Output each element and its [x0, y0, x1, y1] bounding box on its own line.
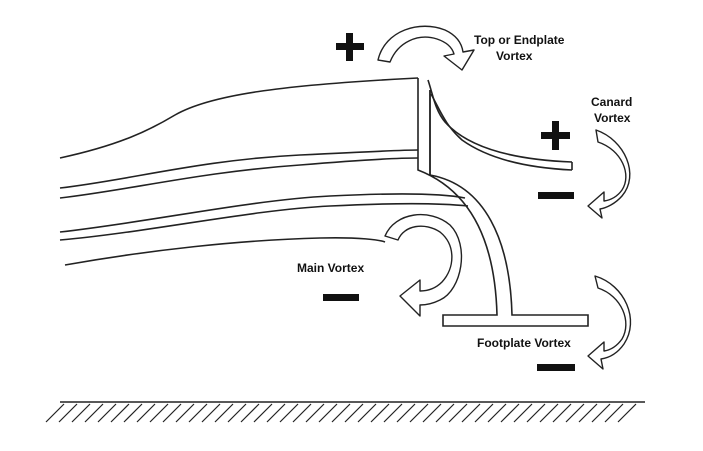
hatch-stroke: [474, 403, 494, 423]
hatch-stroke: [227, 403, 247, 423]
hatch-stroke: [357, 403, 377, 423]
hatch-stroke: [136, 403, 156, 423]
hatch-stroke: [578, 403, 598, 423]
flap-profile-2-lower: [59, 157, 419, 199]
hatch-stroke: [292, 403, 312, 423]
endplate: [417, 78, 589, 327]
hatch-stroke: [500, 403, 520, 423]
hatch-stroke: [383, 403, 403, 423]
top-vortex-label-line1: Top or Endplate: [474, 33, 565, 47]
hatch-stroke: [435, 403, 455, 423]
hatch-stroke: [266, 403, 286, 423]
endplate-outer: [417, 78, 589, 327]
hatch-stroke: [370, 403, 390, 423]
footplate-vortex-arrow-icon: [587, 275, 632, 370]
main-vortex-arrow-icon: [384, 213, 463, 317]
hatch-stroke: [240, 403, 260, 423]
hatch-stroke: [331, 403, 351, 423]
ground-hatching: [45, 403, 637, 423]
canard-minus-sign: [538, 192, 574, 199]
endplate-canard-curve: [427, 79, 573, 163]
hatch-stroke: [565, 403, 585, 423]
endplate-canard-curve-inner: [430, 93, 573, 171]
hatch-stroke: [305, 403, 325, 423]
footplate-minus-sign: [537, 364, 575, 371]
main-plane-trailing: [64, 237, 386, 266]
hatch-stroke: [552, 403, 572, 423]
main-vortex-label: Main Vortex: [297, 261, 364, 275]
wing-profiles: [59, 77, 469, 266]
hatch-stroke: [448, 403, 468, 423]
hatch-stroke: [253, 403, 273, 423]
hatch-stroke: [487, 403, 507, 423]
hatch-stroke: [318, 403, 338, 423]
hatch-stroke: [591, 403, 611, 423]
hatch-stroke: [422, 403, 442, 423]
hatch-stroke: [604, 403, 624, 423]
hatch-stroke: [84, 403, 104, 423]
top-vortex-label-line2: Vortex: [496, 49, 533, 63]
hatch-stroke: [71, 403, 91, 423]
hatch-stroke: [162, 403, 182, 423]
hatch-stroke: [461, 403, 481, 423]
hatch-stroke: [526, 403, 546, 423]
hatch-stroke: [617, 403, 637, 423]
hatch-stroke: [45, 403, 65, 423]
top-vortex-arrow-icon: [377, 25, 475, 71]
hatch-stroke: [97, 403, 117, 423]
main-minus-sign: [323, 294, 359, 301]
ground: [45, 401, 645, 423]
hatch-stroke: [175, 403, 195, 423]
hatch-stroke: [396, 403, 416, 423]
hatch-stroke: [214, 403, 234, 423]
canard-vortex-arrow-icon: [587, 129, 631, 219]
flap-profile-2-upper: [59, 149, 419, 189]
canard-vortex-label-line2: Vortex: [594, 111, 631, 125]
upper-flap-profile: [59, 77, 419, 159]
hatch-stroke: [149, 403, 169, 423]
hatch-stroke: [110, 403, 130, 423]
hatch-stroke: [58, 403, 78, 423]
top-plus-sign: [336, 33, 364, 61]
hatch-stroke: [344, 403, 364, 423]
footplate-vortex-label: Footplate Vortex: [477, 336, 571, 350]
hatch-stroke: [279, 403, 299, 423]
hatch-stroke: [188, 403, 208, 423]
hatch-stroke: [409, 403, 429, 423]
canard-plus-sign: [541, 121, 570, 150]
canard-vortex-label-line1: Canard: [591, 95, 632, 109]
hatch-stroke: [201, 403, 221, 423]
hatch-stroke: [513, 403, 533, 423]
hatch-stroke: [123, 403, 143, 423]
main-plane-lower: [59, 202, 469, 241]
main-plane-upper: [59, 193, 466, 233]
hatch-stroke: [539, 403, 559, 423]
